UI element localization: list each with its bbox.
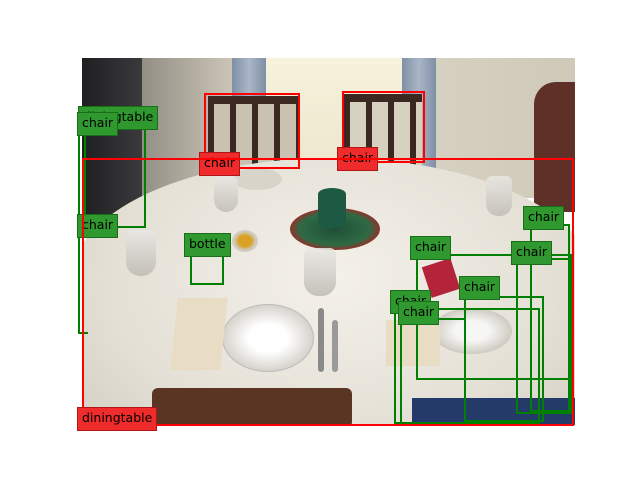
glass-1 [304, 248, 336, 296]
plate-right [432, 308, 512, 354]
label-bottle: bottle [184, 233, 231, 257]
centerpiece-candle [318, 188, 346, 228]
box-chair-green-6 [400, 318, 466, 424]
box-diningtable-red [82, 158, 574, 426]
glass-3 [486, 176, 512, 216]
sauce-bowl [232, 230, 258, 252]
label-diningtable-red: diningtable [77, 407, 158, 431]
box-chair-red-right [342, 91, 425, 163]
plate-front [222, 304, 314, 372]
label-chair-green-1: chair [410, 236, 452, 260]
label-chair-green-4: chair [459, 276, 501, 300]
label-chair-green-left: chair [77, 214, 119, 238]
label-chair-green-6: chair [398, 301, 440, 325]
label-chair-green-3: chair [511, 241, 553, 265]
spoon [332, 320, 338, 372]
label-chair-green-2: chair [523, 206, 565, 230]
knife [318, 308, 324, 372]
armchair [534, 82, 575, 212]
box-chair-red-left [204, 93, 300, 169]
table-edge [152, 388, 352, 425]
glass-4 [214, 176, 238, 212]
table-setting-photo [82, 58, 575, 425]
label-chair-green-topleft: chair [77, 112, 119, 136]
plate-back [232, 168, 282, 190]
box-bottle [190, 252, 224, 285]
glass-2 [126, 230, 156, 276]
box-chair-green-5 [394, 308, 540, 424]
